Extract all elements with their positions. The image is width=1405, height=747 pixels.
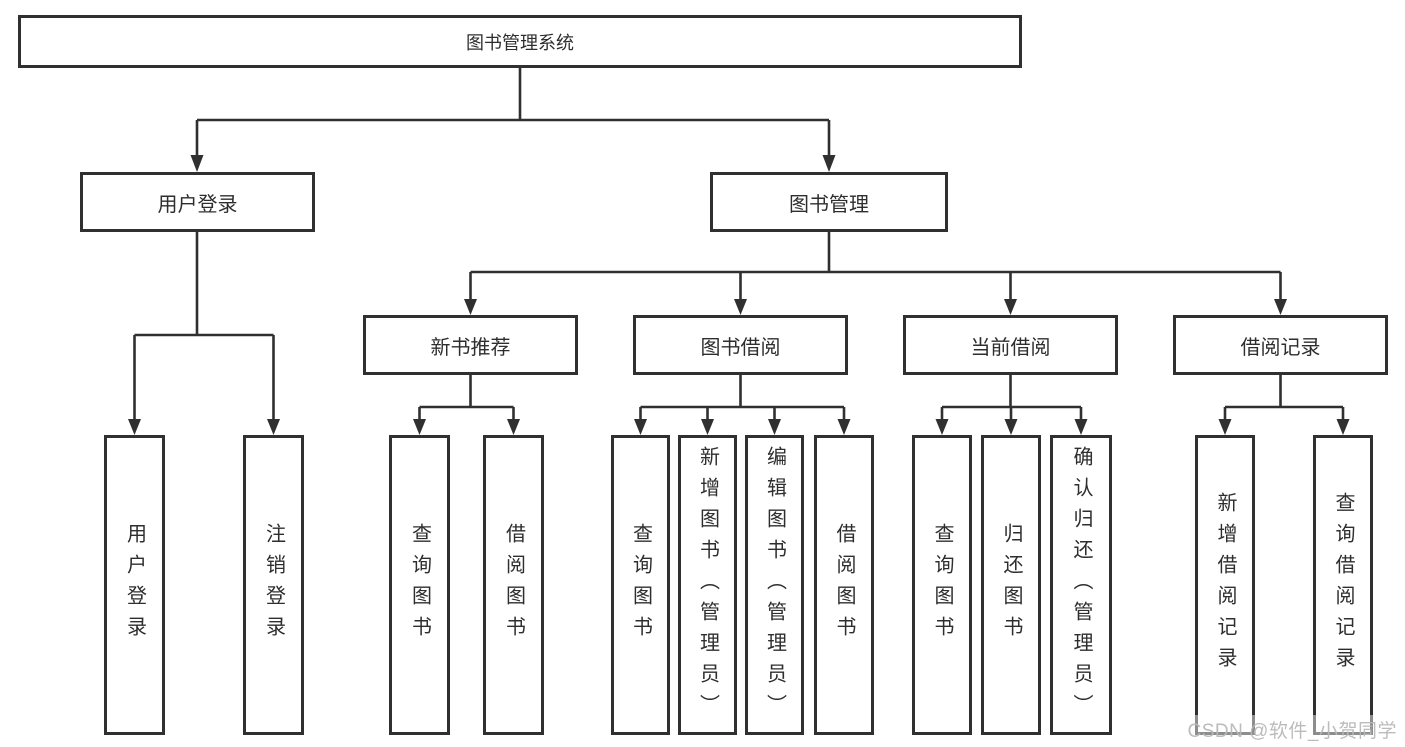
arrowhead-icon [190, 155, 204, 172]
leaf-borrow-books: 借阅图书 [814, 435, 874, 735]
node-label: 用户登录 [157, 193, 238, 216]
connector-root-to-level2 [190, 66, 836, 172]
leaf-label: 用户登录 [123, 523, 146, 647]
leaf-add-books-admin: 新增图书（管理员） [678, 435, 737, 735]
node-book-management: 图书管理 [710, 172, 948, 232]
arrowhead-icon [464, 299, 477, 315]
arrowhead-icon [267, 419, 280, 435]
node-new-book-recommend: 新书推荐 [363, 315, 578, 375]
arrowhead-icon [701, 419, 714, 435]
leaf-label: 查询图书 [931, 523, 953, 647]
arrowhead-icon [1274, 299, 1287, 315]
connector-book-management-group [464, 230, 1287, 315]
node-label: 新书推荐 [430, 336, 511, 359]
arrowhead-icon [1074, 419, 1088, 435]
arrowhead-icon [1336, 419, 1350, 435]
node-label: 借阅记录 [1240, 336, 1321, 359]
arrowhead-icon [1004, 299, 1017, 315]
leaf-label: 编辑图书（管理员） [763, 445, 786, 725]
leaf-label: 查询借阅记录 [1332, 492, 1354, 678]
leaf-borrow-books-recommend: 借阅图书 [483, 435, 544, 735]
arrowhead-icon [634, 419, 647, 435]
leaf-label: 借阅图书 [833, 523, 855, 647]
leaf-label: 确认归还（管理员） [1070, 445, 1092, 725]
leaf-user-login: 用户登录 [104, 435, 165, 735]
connector-current-borrowing-group [935, 373, 1088, 435]
arrowhead-icon [822, 155, 836, 172]
leaf-query-books-current: 查询图书 [912, 435, 972, 735]
connector-book-borrowing-group [634, 373, 851, 435]
leaf-query-books-borrowing: 查询图书 [611, 435, 670, 735]
leaf-confirm-return-admin: 确认归还（管理员） [1050, 435, 1112, 735]
arrowhead-icon [128, 419, 141, 435]
leaf-logout: 注销登录 [243, 435, 304, 735]
node-label: 当前借阅 [970, 336, 1051, 359]
node-label: 图书借阅 [700, 336, 781, 359]
node-borrowing-records: 借阅记录 [1173, 315, 1388, 375]
node-label: 图书管理系统 [466, 32, 574, 53]
arrowhead-icon [837, 419, 851, 435]
leaf-label: 新增图书（管理员） [696, 445, 719, 725]
leaf-label: 查询图书 [629, 523, 652, 647]
arrowhead-icon [734, 299, 747, 315]
arrowhead-icon [413, 419, 426, 435]
leaf-label: 归还图书 [1000, 523, 1022, 647]
node-library-system: 图书管理系统 [18, 15, 1022, 68]
arrowhead-icon [935, 419, 949, 435]
leaf-return-books: 归还图书 [981, 435, 1041, 735]
leaf-label: 注销登录 [262, 523, 285, 647]
leaf-label: 新增借阅记录 [1214, 492, 1236, 678]
leaf-label: 借阅图书 [502, 523, 525, 647]
leaf-query-books-recommend: 查询图书 [389, 435, 450, 735]
connector-user-login-group [128, 230, 280, 435]
arrowhead-icon [1218, 419, 1232, 435]
leaf-label: 查询图书 [408, 523, 431, 647]
arrowhead-icon [768, 419, 781, 435]
arrowhead-icon [1004, 419, 1018, 435]
leaf-edit-books-admin: 编辑图书（管理员） [745, 435, 804, 735]
connector-new-book-recommend-group [413, 373, 520, 435]
connector-borrowing-records-group [1218, 373, 1350, 435]
node-user-login: 用户登录 [80, 172, 315, 232]
node-label: 图书管理 [789, 193, 869, 216]
arrowhead-icon [507, 419, 520, 435]
leaf-add-borrow-record: 新增借阅记录 [1195, 435, 1255, 735]
leaf-query-borrow-record: 查询借阅记录 [1313, 435, 1373, 735]
node-book-borrowing: 图书借阅 [633, 315, 848, 375]
csdn-watermark: CSDN @软件_小贺同学 [1185, 715, 1399, 744]
node-current-borrowing: 当前借阅 [903, 315, 1118, 375]
